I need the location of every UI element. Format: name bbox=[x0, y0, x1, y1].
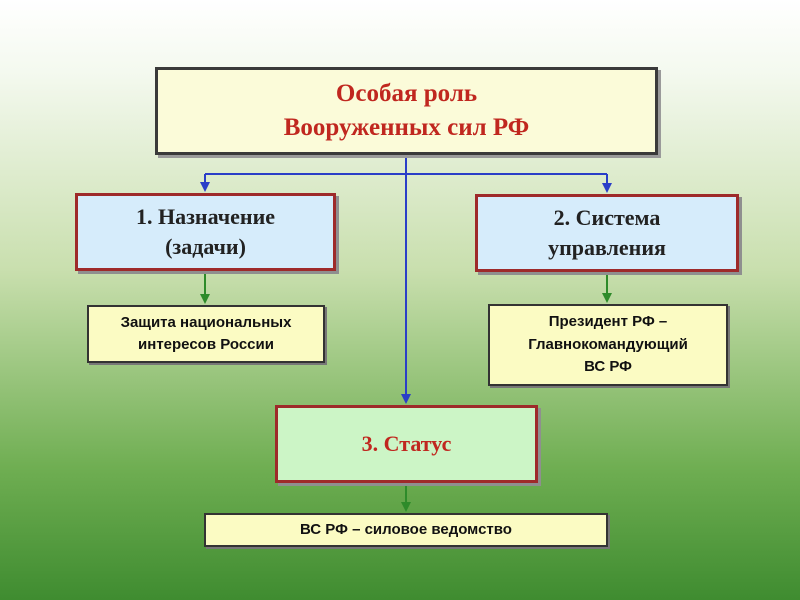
title-line-1: Особая роль bbox=[335, 79, 478, 107]
title-box: Особая роль Вооруженных сил РФ bbox=[155, 67, 658, 155]
agency-label: ВС РФ – силовое ведомство bbox=[300, 520, 512, 538]
status-label: 3. Статус bbox=[361, 430, 452, 456]
president-line-3: ВС РФ bbox=[584, 358, 632, 376]
purpose-line-2: (задачи) bbox=[165, 234, 246, 259]
defense-line-2: интересов России bbox=[138, 336, 274, 353]
management-system-box: 2. Система управления bbox=[475, 194, 739, 272]
defense-line-1: Защита национальных bbox=[120, 313, 292, 331]
president-line-2: Главнокомандующий bbox=[528, 335, 688, 353]
power-agency-box: ВС РФ – силовое ведомство bbox=[204, 513, 608, 547]
management-line-1: 2. Система bbox=[553, 204, 661, 230]
purpose-line-1: 1. Назначение bbox=[135, 203, 276, 229]
purpose-box: 1. Назначение (задачи) bbox=[75, 193, 336, 271]
title-line-2: Вооруженных сил РФ bbox=[283, 114, 530, 141]
president-line-1: Президент РФ – bbox=[548, 313, 668, 331]
president-commander-box: Президент РФ – Главнокомандующий ВС РФ bbox=[488, 304, 728, 386]
status-box: 3. Статус bbox=[275, 405, 538, 483]
management-line-2: управления bbox=[548, 235, 666, 260]
defense-interests-box: Защита национальных интересов России bbox=[87, 305, 325, 363]
